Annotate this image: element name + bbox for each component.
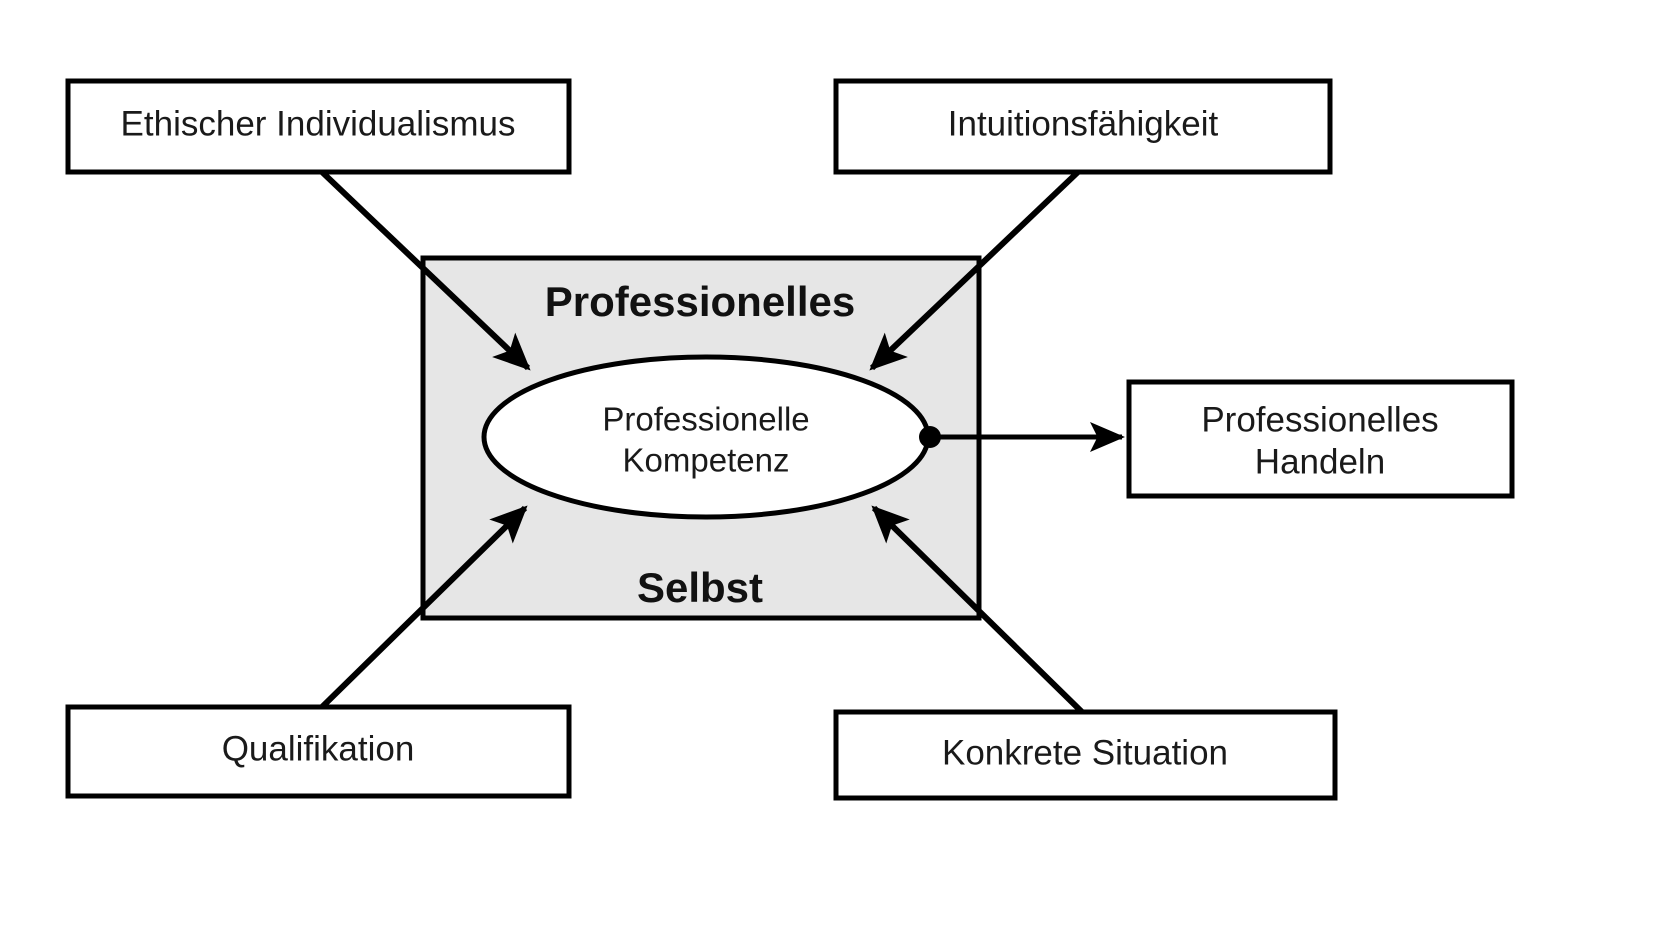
center-label-line1: Professionelle (602, 401, 809, 438)
node-ethischer-individualismus[interactable]: Ethischer Individualismus (65, 78, 572, 175)
intuitionsfaehigkeit-label: Intuitionsfähigkeit (948, 104, 1219, 143)
qualifikation-label: Qualifikation (222, 729, 415, 768)
center-label-line2: Kompetenz (623, 442, 790, 479)
konkrete-situation-label: Konkrete Situation (942, 733, 1228, 772)
node-intuitionsfaehigkeit[interactable]: Intuitionsfähigkeit (833, 78, 1333, 175)
arrow-qualifikation-to-kompetenz (319, 505, 528, 710)
region-bottom-label: Selbst (637, 564, 763, 611)
professionelles-handeln-box[interactable] (1126, 379, 1515, 499)
intuitionsfaehigkeit-box[interactable] (833, 78, 1333, 175)
arrow-konkrete-situation-to-kompetenz (871, 505, 1085, 715)
qualifikation-box[interactable] (65, 704, 572, 799)
professionelles-handeln-label-line1: Professionelles (1201, 400, 1438, 439)
node-qualifikation[interactable]: Qualifikation (65, 704, 572, 799)
node-professionelles-handeln[interactable]: Professionelles Handeln (1126, 379, 1515, 499)
region-top-label: Professionelles (545, 278, 855, 325)
arrow-group-outbound (919, 421, 1125, 452)
professionelles-handeln-label-line2: Handeln (1255, 442, 1385, 481)
konkrete-situation-box[interactable] (833, 709, 1338, 801)
ellipse-junction-dot (919, 426, 941, 448)
arrow-intuitionsfaehigkeit-to-kompetenz (869, 169, 1081, 371)
professionelle-kompetenz-node: Professionelle Kompetenz (481, 354, 931, 520)
ethischer-individualismus-label: Ethischer Individualismus (121, 104, 516, 143)
arrow-group-inbound (319, 169, 1085, 715)
node-konkrete-situation[interactable]: Konkrete Situation (833, 709, 1338, 801)
ethischer-individualismus-box[interactable] (65, 78, 572, 175)
arrow-ethischer-individualismus-to-kompetenz (319, 169, 531, 371)
